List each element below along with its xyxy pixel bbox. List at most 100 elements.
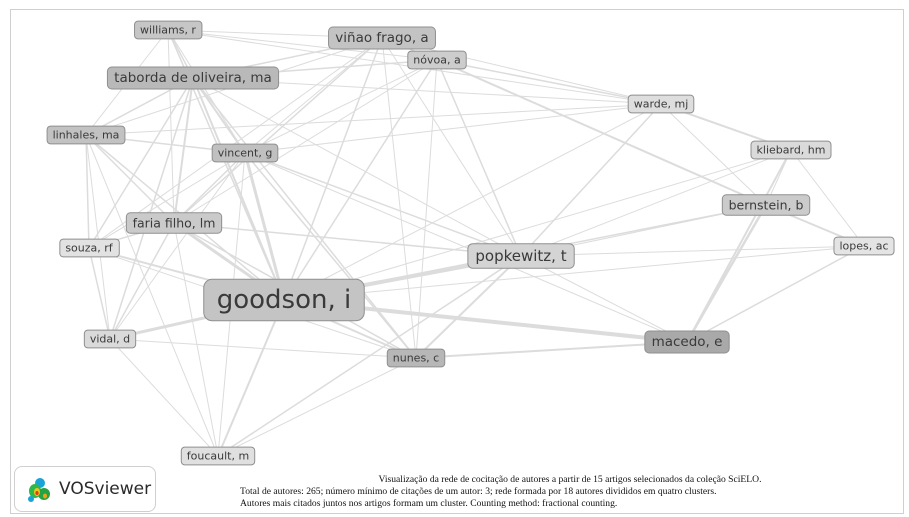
edge-taborda-souza (88, 77, 194, 249)
caption-line-2: Total de autores: 265; número mínimo de … (240, 486, 717, 497)
node-box-goodson (203, 278, 365, 322)
edge-vinao-nunes (381, 37, 417, 359)
edge-faria-foucault (173, 222, 219, 457)
node-williams[interactable]: williams, r (134, 20, 203, 40)
node-label-vincent: vincent, g (218, 147, 273, 160)
edge-faria-vidal (109, 222, 175, 340)
node-box-taborda (106, 66, 280, 90)
edge-williams-vincent (167, 29, 246, 154)
edge-warde-novoa (436, 59, 662, 105)
edge-macedo-lopes (686, 245, 865, 343)
edge-vidal-nunes (109, 338, 417, 359)
node-label-bernstein: bernstein, b (729, 198, 804, 213)
edge-novoa-vincent (244, 59, 438, 154)
edge-linhales-souza (85, 134, 90, 249)
node-label-souza: souza, rf (65, 242, 113, 255)
edge-popkewitz-warde (520, 103, 662, 257)
edge-souza-vidal (88, 247, 111, 340)
node-box-nunes (386, 348, 446, 368)
node-box-kliebard (750, 140, 832, 160)
edge-vincent-souza (88, 152, 246, 249)
edge-popkewitz-taborda (192, 77, 522, 257)
network-nodes: goodson, i popkewitz, t taborda de oliveir… (46, 20, 895, 466)
edge-vinao-vincent (244, 37, 383, 154)
node-label-novoa: nóvoa, a (413, 54, 460, 67)
node-box-warde (627, 94, 695, 114)
figure-caption: Visualização da rede de cocitação de aut… (240, 474, 900, 510)
edge-goodson-kliebard (283, 149, 792, 301)
edge-novoa-faria (173, 59, 438, 224)
node-label-lopes: lopes, ac (839, 240, 888, 253)
node-macedo[interactable]: macedo, e (644, 330, 730, 354)
edge-popkewitz-macedo (520, 255, 688, 343)
node-bernstein[interactable]: bernstein, b (721, 194, 811, 216)
node-box-novoa (407, 50, 467, 70)
edge-vincent-faria (173, 152, 246, 224)
edge-taborda-faria (173, 77, 194, 224)
node-label-vinao: viñao frago, a (335, 30, 428, 46)
node-novoa[interactable]: nóvoa, a (407, 50, 467, 70)
node-foucault[interactable]: foucault, m (180, 446, 256, 466)
edge-popkewitz-vincent (244, 152, 522, 257)
vosviewer-logo-text: VOSviewer (59, 479, 152, 499)
edge-goodson-foucault (217, 299, 285, 457)
node-label-nunes: nunes, c (393, 352, 439, 365)
node-kliebard[interactable]: kliebard, hm (750, 140, 832, 160)
edge-popkewitz-nunes (415, 255, 522, 359)
edge-vincent-macedo (244, 152, 688, 343)
edge-goodson-lopes (283, 245, 865, 301)
edge-popkewitz-novoa (436, 59, 522, 257)
node-box-vinao (328, 26, 436, 50)
node-box-popkewitz (467, 243, 575, 269)
node-label-williams: williams, r (140, 24, 196, 37)
edge-bernstein-novoa (436, 59, 767, 206)
edge-macedo-nunes (415, 341, 688, 359)
node-box-souza (59, 238, 120, 258)
edge-vidal-foucault (109, 338, 219, 457)
node-warde[interactable]: warde, mj (627, 94, 695, 114)
edge-goodson-vinao (283, 37, 383, 301)
edge-popkewitz-faria (173, 222, 522, 257)
edge-taborda-vincent (192, 77, 246, 154)
edge-novoa-williams (167, 29, 438, 61)
node-lopes[interactable]: lopes, ac (833, 236, 895, 256)
edge-novoa-nunes (415, 59, 438, 359)
edge-linhales-faria (85, 134, 175, 224)
node-label-taborda: taborda de oliveira, ma (114, 70, 272, 86)
edge-popkewitz-vinao (381, 37, 522, 257)
node-vincent[interactable]: vincent, g (211, 143, 279, 163)
vosviewer-logo-icon (28, 478, 50, 502)
edge-williams-faria (167, 29, 175, 224)
node-vidal[interactable]: vidal, d (83, 329, 137, 349)
node-box-faria (125, 212, 223, 234)
node-box-lopes (833, 236, 895, 256)
node-nunes[interactable]: nunes, c (386, 348, 446, 368)
caption-line-3: Autores mais citados juntos nos artigos … (240, 498, 618, 509)
node-label-vidal: vidal, d (90, 333, 130, 346)
node-faria[interactable]: faria filho, lm (125, 212, 223, 234)
edge-taborda-nunes (192, 77, 417, 359)
edge-warde-linhales (85, 103, 662, 136)
node-label-macedo: macedo, e (652, 334, 723, 350)
node-label-linhales: linhales, ma (53, 129, 120, 142)
edge-goodson-warde (283, 103, 662, 301)
node-label-foucault: foucault, m (187, 450, 249, 463)
node-vinao[interactable]: viñao frago, a (328, 26, 436, 50)
node-souza[interactable]: souza, rf (59, 238, 120, 258)
node-box-macedo (644, 330, 730, 354)
caption-line-1: Visualização da rede de cocitação de aut… (378, 474, 762, 485)
node-linhales[interactable]: linhales, ma (46, 125, 126, 145)
node-box-williams (134, 20, 203, 40)
node-box-vidal (83, 329, 137, 349)
node-popkewitz[interactable]: popkewitz, t (467, 243, 575, 269)
edge-kliebard-lopes (790, 149, 865, 247)
edge-macedo-kliebard (686, 149, 792, 343)
edge-popkewitz-kliebard (520, 149, 792, 257)
edge-warde-vincent (244, 103, 662, 154)
edge-vinao-faria (173, 37, 383, 224)
vosviewer-logo: VOSviewer (14, 466, 156, 512)
node-taborda[interactable]: taborda de oliveira, ma (106, 66, 280, 90)
node-goodson[interactable]: goodson, i (203, 278, 365, 322)
